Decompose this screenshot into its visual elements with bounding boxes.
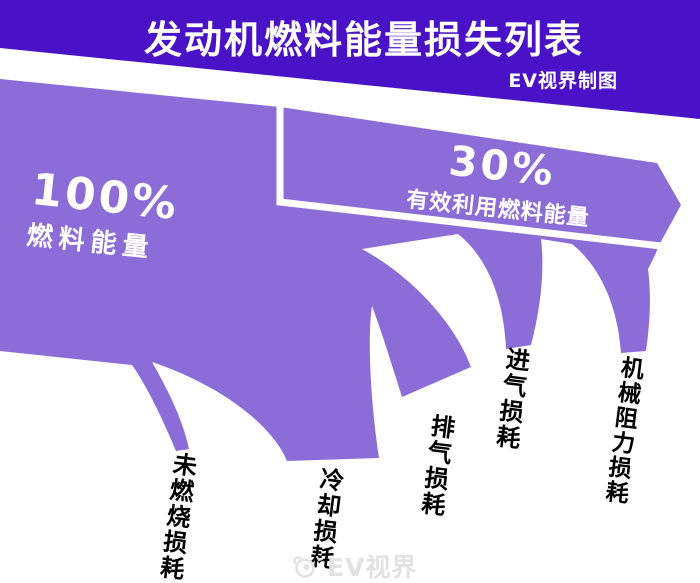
energy-flow-shape bbox=[0, 79, 681, 461]
arrow-separator-line bbox=[276, 100, 662, 250]
watermark: EV视界 bbox=[291, 548, 417, 583]
credit-label: EV视界制图 bbox=[508, 70, 618, 92]
watermark-text: EV视界 bbox=[327, 553, 418, 582]
input-energy-label: 100% 燃料能量 bbox=[25, 164, 181, 267]
weibo-eye-icon bbox=[293, 556, 323, 578]
page-title: 发动机燃料能量损失列表 bbox=[143, 18, 584, 62]
header-band bbox=[0, 0, 700, 119]
